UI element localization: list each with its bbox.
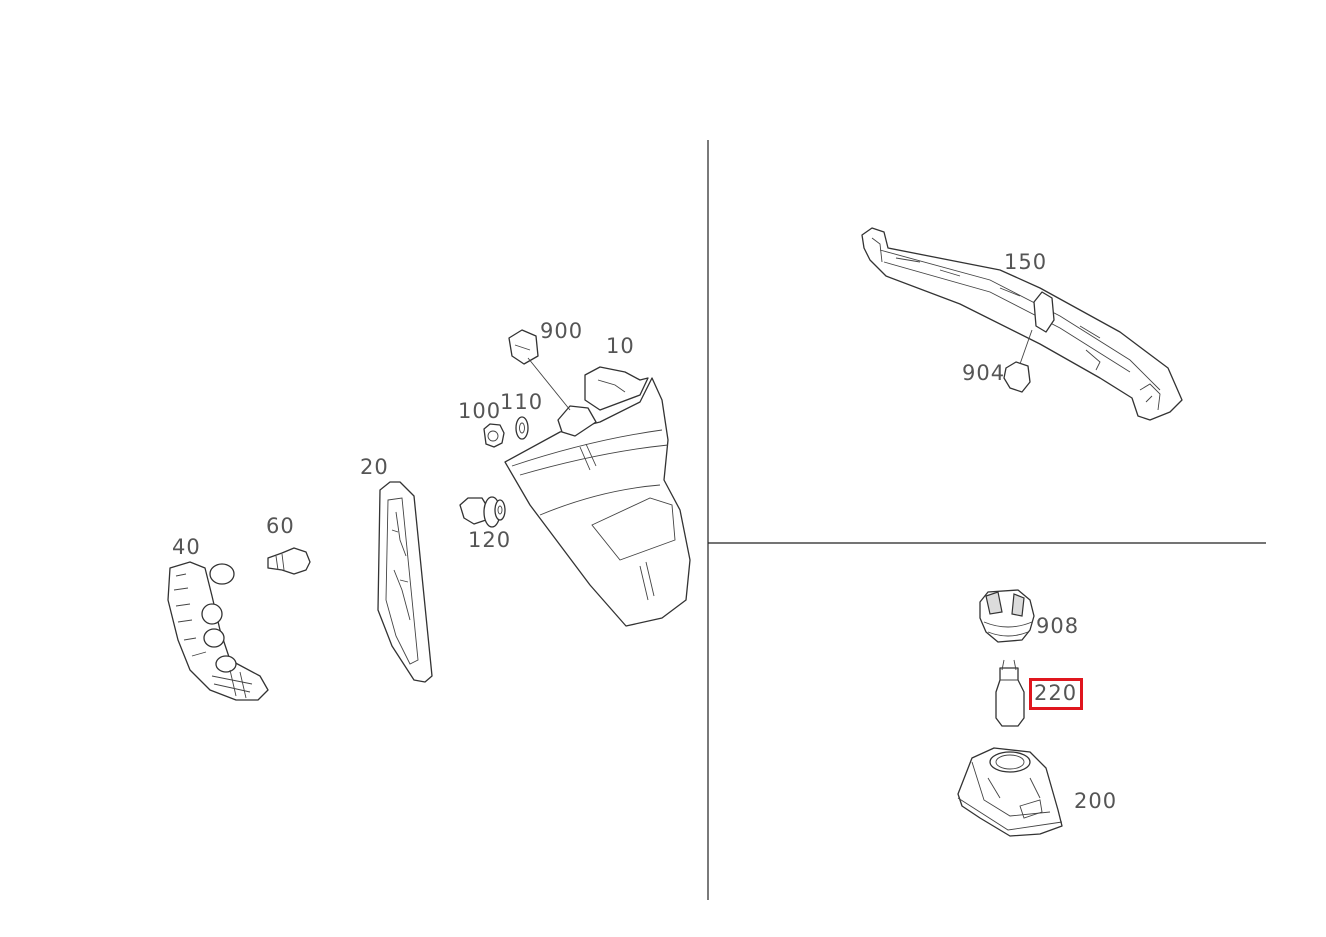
callout-908[interactable]: 908 xyxy=(1036,614,1080,638)
callout-904[interactable]: 904 xyxy=(962,361,1006,385)
callout-100[interactable]: 100 xyxy=(458,399,502,423)
callout-20[interactable]: 20 xyxy=(360,455,389,479)
bulb-60-part xyxy=(267,547,311,575)
callout-110[interactable]: 110 xyxy=(500,390,544,414)
callout-900[interactable]: 900 xyxy=(540,319,584,343)
callout-60[interactable]: 60 xyxy=(266,514,295,538)
callout-10[interactable]: 10 xyxy=(606,334,635,358)
callout-200[interactable]: 200 xyxy=(1074,789,1118,813)
nut-100-part xyxy=(483,423,505,448)
bulb-220-part xyxy=(995,659,1025,727)
housing-200-part xyxy=(957,747,1063,837)
callout-120[interactable]: 120 xyxy=(468,528,512,552)
callout-220-selected[interactable]: 220 xyxy=(1029,678,1084,710)
gasket-20-part xyxy=(377,481,433,683)
connector-900-part xyxy=(508,329,571,411)
bracket-150-part xyxy=(861,227,1183,421)
tail-lamp-assembly-part xyxy=(504,366,691,627)
callout-40[interactable]: 40 xyxy=(172,535,201,559)
socket-908-part xyxy=(979,589,1035,643)
screw-120-part xyxy=(459,496,506,528)
callout-150[interactable]: 150 xyxy=(1004,250,1048,274)
washer-110-part xyxy=(515,416,529,440)
bulb-holder-40-part xyxy=(167,561,269,701)
clip-904-part xyxy=(1003,329,1033,393)
